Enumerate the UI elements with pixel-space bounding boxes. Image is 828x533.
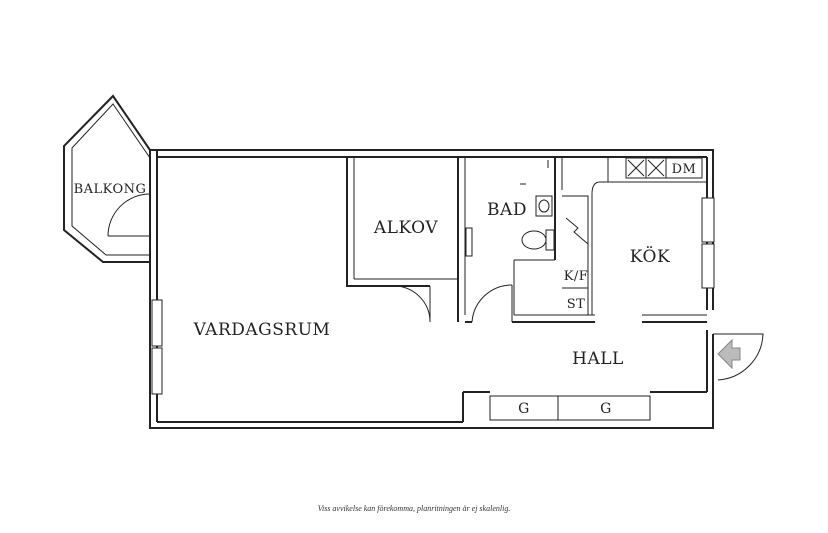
wardrobes (489, 395, 651, 421)
disclaimer-caption: Viss avvikelse kan förekomma, planritnin… (318, 504, 511, 513)
wardrobe-label-1: G (518, 401, 530, 417)
doors (393, 284, 764, 381)
room-label-hall: HALL (572, 349, 624, 369)
room-label-alkov: ALKOV (373, 218, 438, 238)
interior-walls (346, 157, 707, 323)
sink (535, 195, 553, 217)
room-label-bad: BAD (487, 200, 527, 220)
room-label-kf: K/F (564, 269, 589, 284)
bathroom-fixtures (520, 160, 555, 251)
windows (151, 197, 715, 395)
kitchen-appliances (565, 157, 703, 245)
wardrobe-label-2: G (600, 401, 612, 417)
entrance-arrow-icon (717, 338, 741, 370)
room-label-kok: KÖK (630, 246, 670, 267)
balkong-structure (63, 94, 151, 263)
toilet-tank (545, 229, 555, 251)
room-label-dm: DM (672, 162, 697, 177)
room-label-balkong: BALKONG (74, 182, 147, 197)
room-label-vardagsrum: VARDAGSRUM (193, 320, 331, 340)
toilet (521, 230, 547, 250)
outer-walls (149, 149, 714, 429)
room-label-st: ST (567, 297, 586, 312)
